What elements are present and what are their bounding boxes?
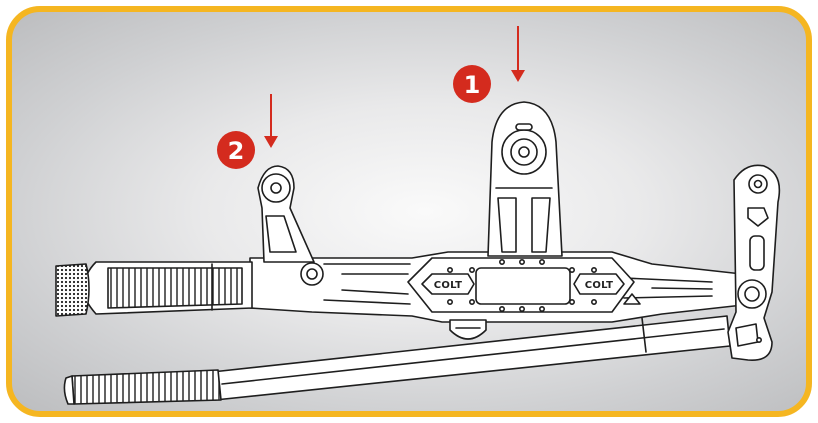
right-logo: COLT (585, 280, 614, 291)
callout-number-1: 1 (464, 71, 481, 99)
callout-number-2: 2 (228, 137, 245, 165)
callout-badge-2: 2 (217, 131, 255, 169)
callout-arrow-1 (511, 26, 525, 82)
left-logo: COLT (434, 280, 463, 291)
diagram-frame: COLT COLT (6, 6, 812, 417)
upper-handle-grip (55, 261, 253, 317)
small-roller-arm (257, 165, 324, 286)
callout-arrows (264, 26, 525, 148)
callout-arrow-2 (264, 94, 278, 148)
upper-lever-part (487, 101, 563, 257)
tool-line-drawing: COLT COLT (55, 26, 781, 405)
right-pivot-arm (727, 164, 781, 361)
lower-handle-grip (63, 369, 222, 405)
center-housing-plate (407, 257, 641, 313)
bottom-dome-knob (449, 319, 487, 340)
callout-badge-1: 1 (453, 65, 491, 103)
